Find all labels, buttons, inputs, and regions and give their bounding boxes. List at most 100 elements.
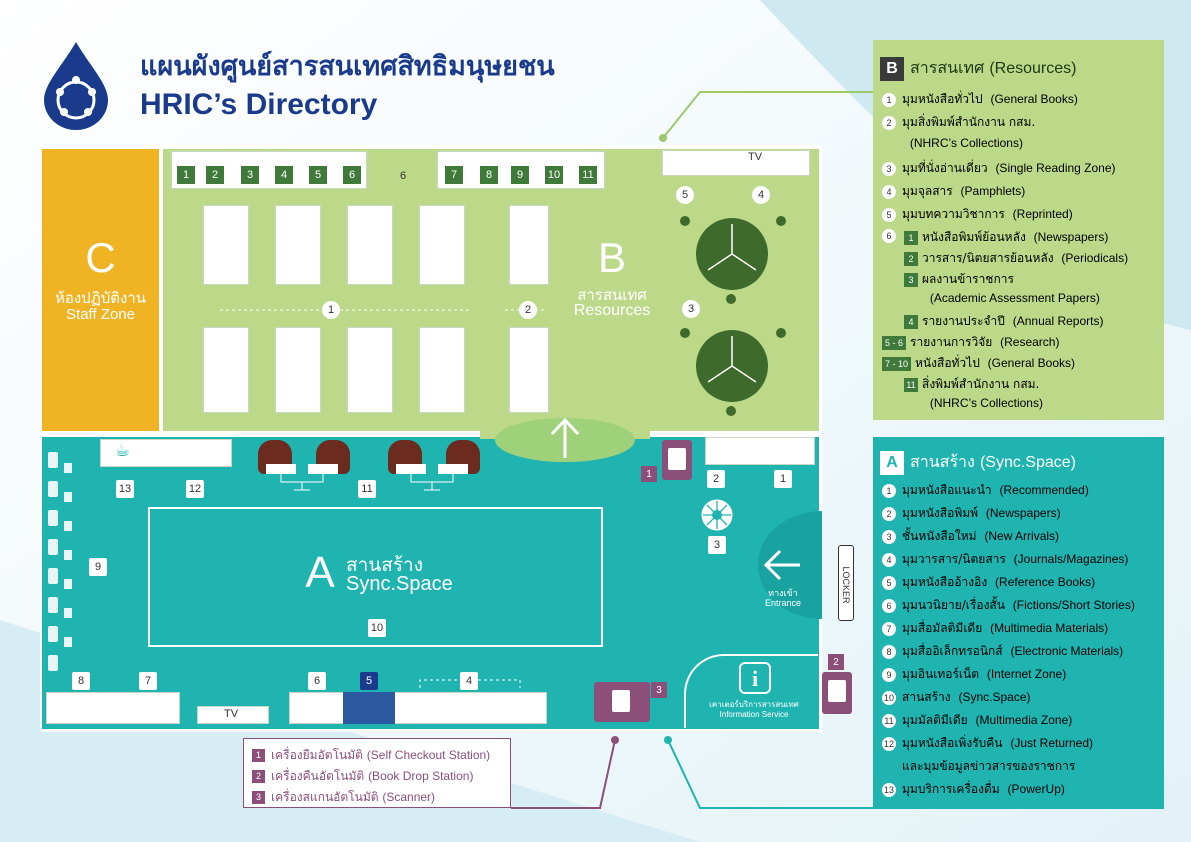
legend-text-en: (Internet Zone) [986, 667, 1067, 681]
zone-b-name-en: Resources [573, 302, 651, 319]
legend-text-en: (NHRC’s Collections) [929, 396, 1043, 410]
legend-text-en: (Periodicals) [1061, 251, 1129, 265]
legend-item: และมุมข้อมูลข่าวสารของราชการ [882, 757, 1079, 776]
legend-text-th: มุมอินเทอร์เน็ต [902, 667, 979, 681]
device-name-en: (Self Checkout Station) [366, 748, 491, 762]
kiosk-number-1: 1 [641, 466, 657, 482]
legend-sub-number: 5 - 6 [882, 335, 907, 350]
device-name-en: (Scanner) [382, 790, 436, 804]
device-legend [243, 738, 511, 808]
tv-stand [197, 706, 269, 724]
legend-subitem: (NHRC’s Collections) [904, 396, 1043, 410]
chair [726, 406, 736, 416]
chair [680, 216, 690, 226]
legend-text-th: มุมสื่ออิเล็กทรอนิกส์ [902, 644, 1003, 658]
chair [680, 328, 690, 338]
zone-a-label-10: 10 [368, 619, 386, 637]
legend-number: 3 [882, 161, 896, 176]
zone-a-label-11: 11 [358, 480, 376, 498]
zone-a-name-en: Sync.Space [346, 573, 453, 595]
legend-b-letter: B [880, 57, 904, 81]
legend-number: 4 [882, 552, 896, 567]
shelf-number: 4 [275, 166, 293, 184]
legend-b-panel [873, 40, 1164, 420]
zone-a-label-1: 1 [774, 470, 792, 488]
bookshelf [347, 205, 393, 285]
legend-text-th: สิ่งพิมพ์สำนักงาน กสม. [922, 377, 1040, 391]
legend-number: 10 [882, 690, 896, 705]
chair [726, 294, 736, 304]
bookshelf [275, 205, 321, 285]
legend-text-th: ผลงานข้าราชการ [922, 272, 1014, 286]
device-name-th: เครื่องยืมอัตโนมัติ [271, 748, 363, 762]
internet-station [48, 452, 58, 468]
zone-a-letter: A [305, 548, 335, 597]
legend-text-th: มุมหนังสือทั่วไป [902, 92, 983, 106]
legend-text-th: มุมบทความวิชาการ [902, 207, 1005, 221]
legend-number: 1 [882, 483, 896, 498]
zone-c-name-en: Staff Zone [66, 306, 135, 323]
shelf-number: 5 [309, 166, 327, 184]
info-icon: i [739, 662, 771, 694]
legend-text-th: มุมบริการเครื่องดื่ม [902, 782, 1000, 796]
bookshelf [203, 205, 249, 285]
legend-text-en: (Annual Reports) [1012, 314, 1104, 328]
shelf-number: 8 [480, 166, 498, 184]
internet-station [48, 626, 58, 642]
legend-sub-number: 4 [904, 314, 918, 329]
beverage-counter [100, 439, 232, 467]
legend-b-title-en: (Resources) [989, 60, 1077, 77]
zone-b-letter: B [597, 234, 626, 281]
legend-number: 6 [882, 228, 896, 243]
legend-text-en: (PowerUp) [1007, 782, 1065, 796]
reprinted-label: 5 [676, 186, 694, 204]
coffee-cup-icon: ☕ [115, 441, 131, 461]
reference-shelf [343, 692, 395, 724]
electronic-media-shelf [46, 692, 180, 724]
zone-c-letter: C [85, 234, 116, 281]
legend-a-title-th: สานสร้าง [910, 452, 975, 471]
chair [776, 328, 786, 338]
kiosk-number-3: 3 [651, 682, 667, 698]
legend-text-th: มุมนวนิยาย/เรื่องสั้น [902, 598, 1005, 612]
info-service-th: เคาเตอร์บริการสารสนเทศ [709, 700, 799, 709]
fiction-reference-journal-shelf [289, 692, 547, 724]
general-books-label: 1 [322, 301, 340, 319]
sync-space-area [148, 507, 603, 647]
hric-logo [44, 42, 108, 130]
table-dividers [707, 224, 757, 383]
legend-number: 3 [882, 529, 896, 544]
legend-number: 9 [882, 667, 896, 682]
legend-text-en: (Pamphlets) [960, 184, 1026, 198]
legend-number: 5 [882, 575, 896, 590]
legend-text-th: ชั้นหนังสือใหม่ [902, 529, 977, 543]
information-service-desk [684, 654, 818, 728]
internet-tiles [64, 455, 72, 665]
legend-number: 1 [882, 92, 896, 107]
tv-label-a: TV [224, 708, 239, 720]
legend-sub-number: 1 [904, 230, 918, 245]
legend-text-en: (Reprinted) [1012, 207, 1073, 221]
legend-a-letter: A [880, 451, 904, 475]
device-name-th: เครื่องสแกนอัตโนมัติ [271, 790, 379, 804]
recommended-shelf [705, 437, 815, 465]
legend-item: (NHRC’s Collections) [882, 136, 1023, 150]
bookshelf [419, 327, 465, 413]
shelf-unit [171, 151, 367, 189]
shelf-number: 6 [343, 166, 361, 184]
shelf-number: 10 [545, 166, 563, 184]
legend-number: 11 [882, 713, 896, 728]
legend-text-th: และมุมข้อมูลข่าวสารของราชการ [902, 759, 1076, 773]
locker [838, 545, 854, 621]
device-name-th: เครื่องคืนอัตโนมัติ [271, 769, 365, 783]
multimedia-tables [266, 464, 468, 491]
